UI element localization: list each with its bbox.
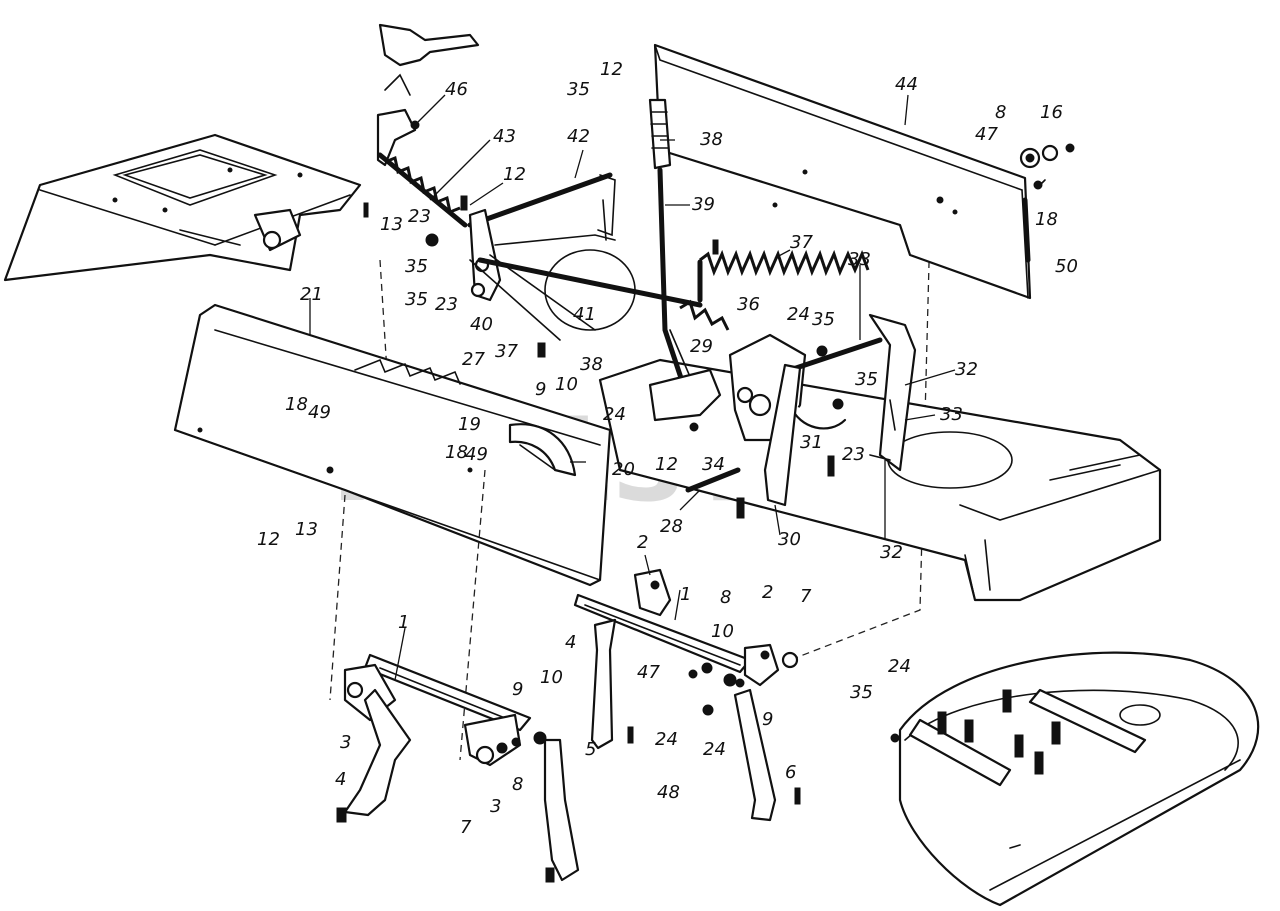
callout-24: 24 — [888, 656, 911, 677]
callout-4: 4 — [565, 632, 576, 653]
front-panel — [173, 303, 612, 761]
lift-linkage — [377, 152, 703, 358]
callout-29: 31 — [800, 432, 823, 453]
callout-12: 12 — [600, 59, 623, 80]
callout-31: 33 — [940, 404, 963, 425]
callout-13: 13 — [295, 519, 318, 540]
rear-panel — [653, 43, 1032, 300]
callout-9: 9 — [512, 679, 523, 700]
callout-12: 12 — [503, 164, 526, 185]
callout-50: 49 — [465, 444, 488, 465]
callout-24: 24 — [655, 729, 678, 750]
mower-deck — [890, 651, 1260, 907]
callout-10: 10 — [540, 667, 563, 688]
callout-9: 9 — [762, 709, 773, 730]
rear-hardware — [1019, 143, 1075, 190]
callout-9: 9 — [535, 379, 546, 400]
callout-8: 8 — [720, 587, 731, 608]
callout-32: 32 — [880, 542, 903, 563]
callout-48: 46 — [445, 79, 468, 100]
seat-panel — [3, 133, 369, 282]
callout-10: 10 — [711, 621, 734, 642]
handle-assembly — [376, 23, 480, 167]
front-linkage-left — [336, 653, 580, 883]
callout-10: 10 — [555, 374, 578, 395]
callout-33: 33 — [848, 249, 871, 270]
callout-20: 20 — [612, 459, 635, 480]
callout-24: 24 — [787, 304, 810, 325]
leader-lines — [309, 94, 956, 681]
callout-26: 28 — [660, 516, 683, 537]
callout-12: 12 — [655, 454, 678, 475]
callout-1: 1 — [680, 584, 691, 605]
callout-3: 3 — [340, 732, 351, 753]
callout-28: 30 — [778, 529, 801, 550]
callout-4: 4 — [335, 769, 346, 790]
callout-46: 44 — [895, 74, 918, 95]
callout-35: 35 — [855, 369, 878, 390]
callout-8: 8 — [512, 774, 523, 795]
callout-35: 35 — [405, 256, 428, 277]
callout-8: 8 — [995, 102, 1006, 123]
callout-36: 36 — [737, 294, 760, 315]
callout-45: 43 — [493, 126, 516, 147]
callout-12: 12 — [257, 529, 280, 550]
callout-24: 24 — [703, 739, 726, 760]
callout-19: 19 — [458, 414, 481, 435]
callout-37: 37 — [495, 341, 518, 362]
callout-35: 35 — [567, 79, 590, 100]
callout-3: 3 — [490, 796, 501, 817]
callout-43: 41 — [573, 304, 596, 325]
callout-25: 27 — [462, 349, 485, 370]
callout-35: 35 — [850, 682, 873, 703]
callout-18: 18 — [1035, 209, 1058, 230]
callout-24: 24 — [603, 404, 626, 425]
control-bracket — [648, 313, 917, 519]
callout-13: 13 — [380, 214, 403, 235]
callout-2: 2 — [762, 582, 773, 603]
callout-23: 23 — [408, 206, 431, 227]
callout-44: 42 — [567, 126, 590, 147]
callout-5: 5 — [585, 739, 596, 760]
callout-18: 18 — [285, 394, 308, 415]
callout-50: 49 — [308, 402, 331, 423]
callout-18: 18 — [445, 442, 468, 463]
callout-49: 48 — [657, 782, 680, 803]
callout-34: 34 — [702, 454, 725, 475]
callout-41: 39 — [692, 194, 715, 215]
callout-6: 6 — [785, 762, 796, 783]
callout-49: 47 — [637, 662, 660, 683]
callout-47: 47 — [975, 124, 998, 145]
front-linkage-right — [573, 568, 801, 822]
callout-38: 38 — [580, 354, 603, 375]
callout-40: 38 — [700, 129, 723, 150]
callout-42: 40 — [470, 314, 493, 335]
callout-27: 29 — [690, 336, 713, 357]
callout-30: 32 — [955, 359, 978, 380]
callout-39: 37 — [790, 232, 813, 253]
callout-7: 7 — [800, 586, 812, 607]
callout-16: 16 — [1040, 102, 1063, 123]
callout-21: 21 — [300, 284, 323, 305]
callout-2: 2 — [637, 532, 648, 553]
callout-35: 35 — [405, 289, 428, 310]
callout-7: 7 — [460, 817, 472, 838]
callout-1: 1 — [398, 612, 409, 633]
callout-50: 50 — [1055, 256, 1078, 277]
callout-23: 23 — [842, 444, 865, 465]
callout-23: 23 — [435, 294, 458, 315]
spring-39 — [679, 239, 870, 331]
callout-labels: 46 43 42 35 12 38 39 44 8 16 47 18 50 12… — [257, 59, 1078, 838]
callout-35: 35 — [812, 309, 835, 330]
